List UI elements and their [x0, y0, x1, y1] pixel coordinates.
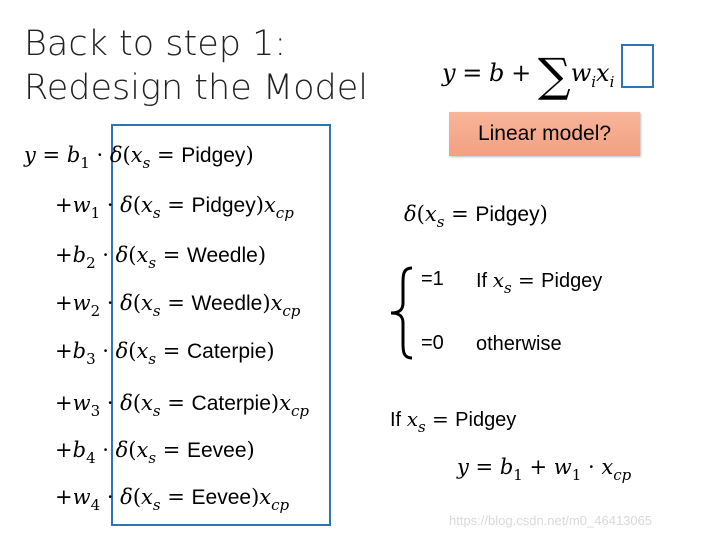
linear-formula: y = b + ∑wixi: [442, 48, 614, 102]
model-term-row: +w4 · δ(xs = Eevee)xcp: [55, 485, 290, 514]
formula-w-sub: i: [591, 73, 597, 91]
formula-w: w: [570, 59, 592, 87]
formula-x: x: [596, 59, 610, 87]
condition-pidgey: If xs = Pidgey: [476, 268, 603, 297]
formula-y: y: [442, 59, 456, 87]
model-term-row: y = b1 · δ(xs = Pidgey): [24, 143, 254, 172]
term-species: Pidgey: [191, 194, 256, 217]
reduced-formula: y = b1 + w1 · xcp: [457, 455, 632, 484]
value-zero: =0: [421, 332, 444, 354]
term-sub: 3: [90, 402, 101, 420]
slide-title: Back to step 1: Redesign the Model: [24, 22, 368, 110]
term-species: Eevee: [187, 439, 247, 462]
term-species: Weedle: [191, 292, 263, 315]
delta-terms-box: [111, 124, 331, 526]
term-sub: 2: [86, 254, 96, 272]
condition-otherwise: otherwise: [476, 333, 562, 355]
formula-x-sub: i: [609, 73, 615, 91]
model-term-row: +w3 · δ(xs = Caterpie)xcp: [55, 391, 309, 420]
term-coef: b: [72, 243, 87, 267]
model-term-row: +b2 · δ(xs = Weedle): [55, 243, 267, 272]
if-species: Pidgey: [455, 409, 517, 431]
watermark: https://blog.csdn.net/m0_46413065: [449, 513, 653, 528]
title-line-1: Back to step 1:: [24, 24, 287, 64]
model-term-row: +w2 · δ(xs = Weedle)xcp: [55, 291, 301, 320]
term-sub: 1: [80, 154, 90, 172]
sigma-symbol: ∑: [537, 48, 571, 102]
term-sub: 1: [90, 204, 101, 222]
term-sub: 2: [90, 302, 101, 320]
term-species: Eevee: [191, 486, 252, 509]
term-coef: w: [72, 193, 91, 217]
linear-model-callout: Linear model?: [449, 112, 640, 156]
term-sub: 4: [86, 449, 96, 467]
title-line-2: Redesign the Model: [24, 68, 368, 108]
term-coef: w: [72, 391, 91, 415]
term-sub: 4: [90, 496, 101, 514]
model-term-row: +b4 · δ(xs = Eevee): [55, 438, 255, 467]
term-coef: w: [72, 485, 91, 509]
term-coef: b: [72, 339, 87, 363]
term-species: Weedle: [187, 244, 258, 267]
value-one: =1: [421, 268, 444, 290]
term-coef: w: [72, 291, 91, 315]
if-clause: If xs = Pidgey: [390, 407, 517, 436]
xi-highlight-box: [621, 44, 654, 88]
curly-brace: [390, 266, 413, 360]
formula-plus: +: [511, 59, 532, 87]
model-term-row: +b3 · δ(xs = Caterpie): [55, 339, 275, 368]
term-coef: b: [72, 438, 87, 462]
term-coef: b: [66, 143, 81, 167]
formula-eq: =: [462, 59, 483, 87]
term-sub: 3: [86, 350, 96, 368]
delta-definition: δ(xs = Pidgey): [404, 202, 548, 231]
term-species: Caterpie: [191, 392, 271, 415]
delta-def-species: Pidgey: [475, 203, 540, 226]
term-species: Caterpie: [187, 340, 267, 363]
cond-species: Pidgey: [541, 270, 603, 292]
term-species: Pidgey: [181, 144, 246, 167]
if-word: If: [390, 409, 402, 431]
formula-b: b: [489, 59, 505, 87]
model-term-row: +w1 · δ(xs = Pidgey)xcp: [55, 193, 294, 222]
cond-if: If: [476, 270, 488, 292]
